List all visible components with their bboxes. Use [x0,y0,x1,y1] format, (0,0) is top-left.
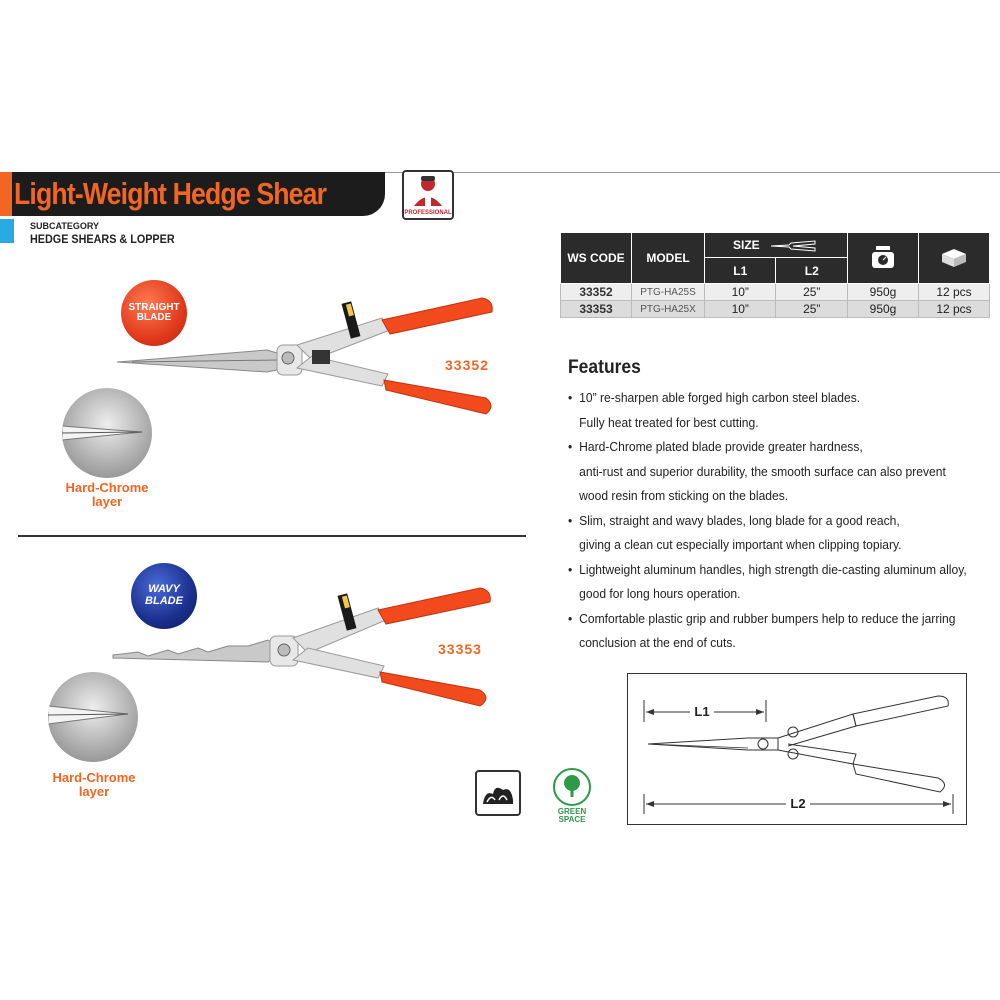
feature-line: Fully heat treated for best cutting. [579,414,759,430]
col-qty [918,232,990,284]
straight-blade-badge: STRAIGHT BLADE [121,280,187,346]
professional-label: PROFESSIONAL [404,210,452,216]
hedge-shear-straight-image [116,297,493,415]
shear-outline-drawing: L1 L2 [643,695,954,814]
table-row: 33352 PTG-HA25S 10” 25” 950g 12 pcs [560,283,990,301]
feature-line: conclusion at the end of cuts. [579,635,736,650]
subcategory-value: HEDGE SHEARS & LOPPER [30,232,175,246]
feature-item: Hard-Chrome plated blade provide greater… [568,435,959,509]
table-row: 33353 PTG-HA25X 10” 25” 950g 12 pcs [560,300,990,318]
tree-icon [553,768,591,806]
cell-model: PTG-HA25S [631,283,705,301]
cell-qty: 12 pcs [918,283,990,301]
col-ws-code: WS CODE [560,232,632,284]
hard-chrome-label-1: Hard-Chrome layer [65,480,149,510]
blade-detail-image-1 [62,388,152,478]
page-title: Light-Weight Hedge Shear [14,176,327,211]
badge-text: WAVY BLADE [145,583,183,607]
cell-weight: 950g [847,283,919,301]
hedge-bush-icon [475,770,521,816]
col-l2: L2 [775,257,848,284]
cell-model: PTG-HA25X [631,300,705,318]
cell-ws-code: 33352 [560,283,632,301]
cell-l1: 10” [703,283,777,301]
feature-line: good for long hours operation. [579,586,741,601]
col-model: MODEL [631,232,705,284]
cell-l2: 25” [775,283,848,301]
l1-label: L1 [694,704,709,719]
subcategory-marker [0,219,14,243]
feature-item: Comfortable plastic grip and rubber bump… [568,607,959,656]
product-code-33352: 33352 [445,357,489,373]
hard-chrome-label-2: Hard-Chrome layer [52,770,136,800]
subcategory-label: SUBCATEGORY [30,221,100,231]
feature-line: wood resin from sticking on the blades. [579,488,789,503]
worker-icon [414,176,442,206]
dimension-diagram: L1 L2 [627,673,967,825]
title-accent-strip [0,172,12,216]
section-divider [18,535,526,537]
green-space-logo: GREEN SPACE [552,768,592,824]
green-space-label: GREEN SPACE [557,807,587,824]
cell-l2: 25” [775,300,848,318]
feature-line: Hard-Chrome plated blade provide greater… [579,439,863,454]
feature-item: Lightweight aluminum handles, high stren… [568,558,967,607]
feature-line: anti-rust and superior durability, the s… [579,463,946,479]
feature-line: Slim, straight and wavy blades, long bla… [579,512,900,528]
feature-item: Slim, straight and wavy blades, long bla… [568,509,959,558]
size-label: SIZE [732,238,760,252]
wavy-blade-badge: WAVY BLADE [131,563,197,629]
feature-line: 10” re-sharpen able forged high carbon s… [579,390,861,405]
feature-line: Lightweight aluminum handles, high stren… [579,561,967,577]
title-banner: Light-Weight Hedge Shear [0,172,385,216]
hedge-shear-wavy-image [112,587,491,707]
col-l1: L1 [703,257,777,284]
col-weight [847,232,919,284]
feature-line: giving a clean cut especially important … [579,537,902,552]
l2-label: L2 [790,796,805,811]
product-code-33353: 33353 [438,641,482,657]
professional-icon: PROFESSIONAL [402,170,454,220]
cell-weight: 950g [847,300,919,318]
cell-qty: 12 pcs [918,300,990,318]
features-heading: Features [568,357,641,378]
col-size: SIZE [704,232,848,258]
box-icon [942,248,966,267]
feature-line: Comfortable plastic grip and rubber bump… [579,610,956,626]
scale-icon [872,245,894,268]
spec-table: WS CODE MODEL SIZE L1 L2 [560,232,990,318]
features-list: 10” re-sharpen able forged high carbon s… [568,386,988,656]
header-rule [380,172,1000,173]
feature-item: 10” re-sharpen able forged high carbon s… [568,386,959,435]
cell-ws-code: 33353 [560,300,632,318]
blade-detail-image-2 [48,672,138,762]
cell-l1: 10” [703,300,777,318]
badge-text: STRAIGHT BLADE [128,301,180,323]
shear-icon [770,240,816,252]
